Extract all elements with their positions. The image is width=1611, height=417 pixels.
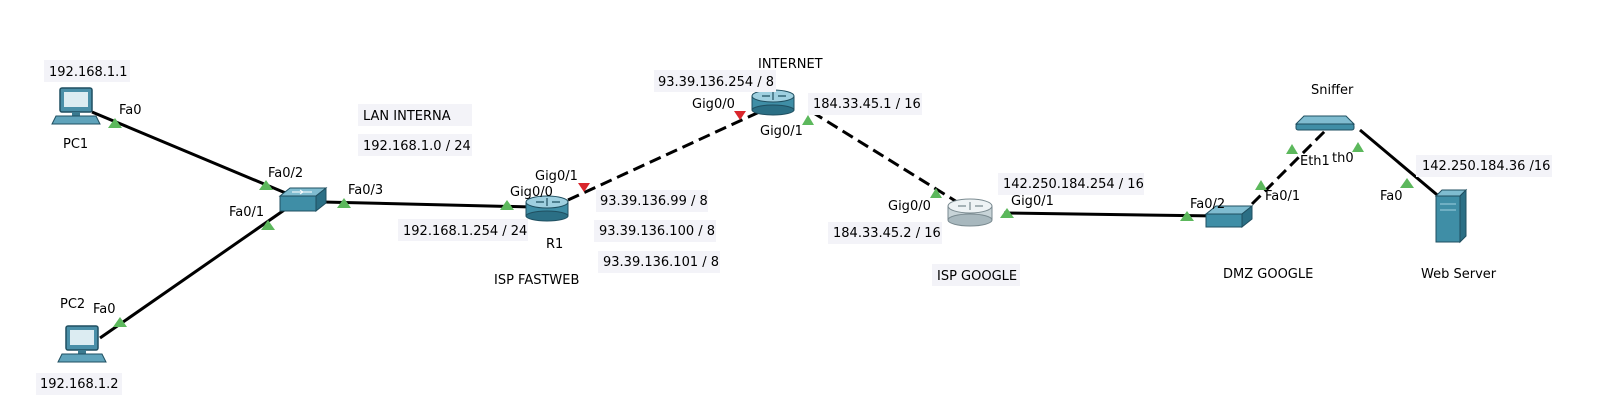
port-label: Fa0 bbox=[93, 302, 116, 317]
pc2-ip-label: 192.168.1.2 bbox=[40, 377, 119, 392]
port-label: Fa0 bbox=[1380, 189, 1403, 204]
link-up-indicator bbox=[113, 317, 127, 327]
pc2-name-label: PC2 bbox=[60, 297, 85, 312]
port-label: Fa0/1 bbox=[1265, 189, 1300, 204]
link-pc2-switch[interactable] bbox=[99, 204, 291, 340]
r1-lan-ip-note: 192.168.1.254 / 24 bbox=[403, 224, 527, 239]
isp-google-name-label: ISP GOOGLE bbox=[937, 269, 1017, 284]
port-label: Gig0/1 bbox=[1011, 194, 1054, 209]
pc-icon bbox=[51, 87, 101, 125]
router-icon bbox=[751, 89, 795, 116]
server-icon bbox=[1434, 188, 1468, 244]
r1-wan-ip-note-3: 93.39.136.101 / 8 bbox=[603, 255, 719, 270]
link-google-dmz[interactable] bbox=[1003, 211, 1219, 218]
device-labels-layer: PC1 PC2 R1 ISP FASTWEB INTERNET ISP GOOG… bbox=[60, 57, 1497, 312]
link-switch-r1[interactable] bbox=[322, 200, 533, 209]
link-up-indicator bbox=[802, 115, 814, 125]
link-indicators-layer bbox=[108, 111, 1414, 327]
link-up-indicator bbox=[1180, 211, 1194, 221]
link-internet-google[interactable] bbox=[811, 110, 971, 212]
link-up-indicator bbox=[108, 118, 122, 128]
isp-fastweb-label: ISP FASTWEB bbox=[494, 273, 579, 288]
port-label: Gig0/1 bbox=[535, 169, 578, 184]
r1-wan-ip-note-2: 93.39.136.100 / 8 bbox=[599, 224, 715, 239]
port-labels-layer: Fa0 Fa0 Fa0/2 Fa0/1 Fa0/3 Gig0/1 Gig0/0 … bbox=[93, 97, 1403, 317]
port-label: Fa0/2 bbox=[1190, 197, 1225, 212]
dmz-switch-device[interactable] bbox=[1204, 204, 1254, 229]
port-label: Fa0/2 bbox=[268, 166, 303, 181]
links-layer bbox=[91, 106, 1449, 340]
pc-icon bbox=[57, 325, 107, 363]
router-r1-device[interactable] bbox=[525, 195, 569, 222]
router-icon bbox=[947, 198, 993, 227]
link-up-indicator bbox=[1286, 144, 1298, 154]
sniffer-icon bbox=[1294, 115, 1356, 131]
link-up-indicator bbox=[930, 188, 942, 198]
lan-subnet-note: 192.168.1.0 / 24 bbox=[363, 139, 471, 154]
r1-wan-ip-note-1: 93.39.136.99 / 8 bbox=[600, 194, 708, 209]
internet-ip-note-2: 184.33.45.1 / 16 bbox=[813, 97, 921, 112]
switch-icon bbox=[1204, 204, 1254, 229]
pc1-name-label: PC1 bbox=[63, 137, 88, 152]
link-up-indicator bbox=[1400, 178, 1414, 188]
switch-device[interactable] bbox=[278, 186, 328, 213]
pc1-ip-label: 192.168.1.1 bbox=[49, 65, 128, 80]
link-up-indicator bbox=[259, 180, 273, 190]
port-label: Eth1 bbox=[1300, 154, 1330, 169]
pc1-device[interactable] bbox=[51, 87, 101, 125]
sniffer-device[interactable] bbox=[1294, 115, 1356, 131]
link-down-indicator bbox=[734, 111, 746, 120]
web-server-name-label: Web Server bbox=[1421, 267, 1497, 282]
port-label: Gig0/0 bbox=[692, 97, 735, 112]
sniffer-name-label: Sniffer bbox=[1311, 83, 1354, 98]
link-sniffer-server[interactable] bbox=[1359, 128, 1449, 206]
internet-name-label: INTERNET bbox=[758, 57, 823, 72]
port-label: th0 bbox=[1332, 151, 1354, 166]
link-pc1-switch[interactable] bbox=[91, 110, 289, 196]
google-ip-note-1: 184.33.45.2 / 16 bbox=[833, 226, 941, 241]
router-icon bbox=[525, 195, 569, 222]
link-up-indicator bbox=[337, 198, 351, 208]
link-up-indicator bbox=[1255, 180, 1267, 190]
link-up-indicator bbox=[1352, 142, 1364, 152]
port-label: Fa0/3 bbox=[348, 183, 383, 198]
port-label: Gig0/0 bbox=[510, 185, 553, 200]
port-label: Gig0/0 bbox=[888, 199, 931, 214]
web-server-ip-label: 142.250.184.36 /16 bbox=[1422, 159, 1550, 174]
port-label: Gig0/1 bbox=[760, 124, 803, 139]
notes-layer: 192.168.1.1 192.168.1.2 LAN INTERNA 192.… bbox=[36, 60, 1552, 395]
switch-icon bbox=[278, 186, 328, 213]
web-server-device[interactable] bbox=[1434, 188, 1468, 244]
lan-title-note: LAN INTERNA bbox=[363, 109, 451, 124]
router-isp-google-device[interactable] bbox=[947, 198, 993, 227]
link-up-indicator bbox=[261, 220, 275, 230]
port-label: Fa0/1 bbox=[229, 205, 264, 220]
pc2-device[interactable] bbox=[57, 325, 107, 363]
link-r1-internet[interactable] bbox=[567, 106, 769, 202]
internet-ip-note-1: 93.39.136.254 / 8 bbox=[658, 75, 774, 90]
link-up-indicator bbox=[1000, 208, 1014, 218]
link-down-indicator bbox=[578, 183, 590, 192]
port-label: Fa0 bbox=[119, 103, 142, 118]
link-up-indicator bbox=[500, 200, 514, 210]
google-ip-note-2: 142.250.184.254 / 16 bbox=[1003, 177, 1144, 192]
router-internet-device[interactable] bbox=[751, 89, 795, 116]
r1-name-label: R1 bbox=[546, 237, 563, 252]
dmz-google-name-label: DMZ GOOGLE bbox=[1223, 267, 1313, 282]
